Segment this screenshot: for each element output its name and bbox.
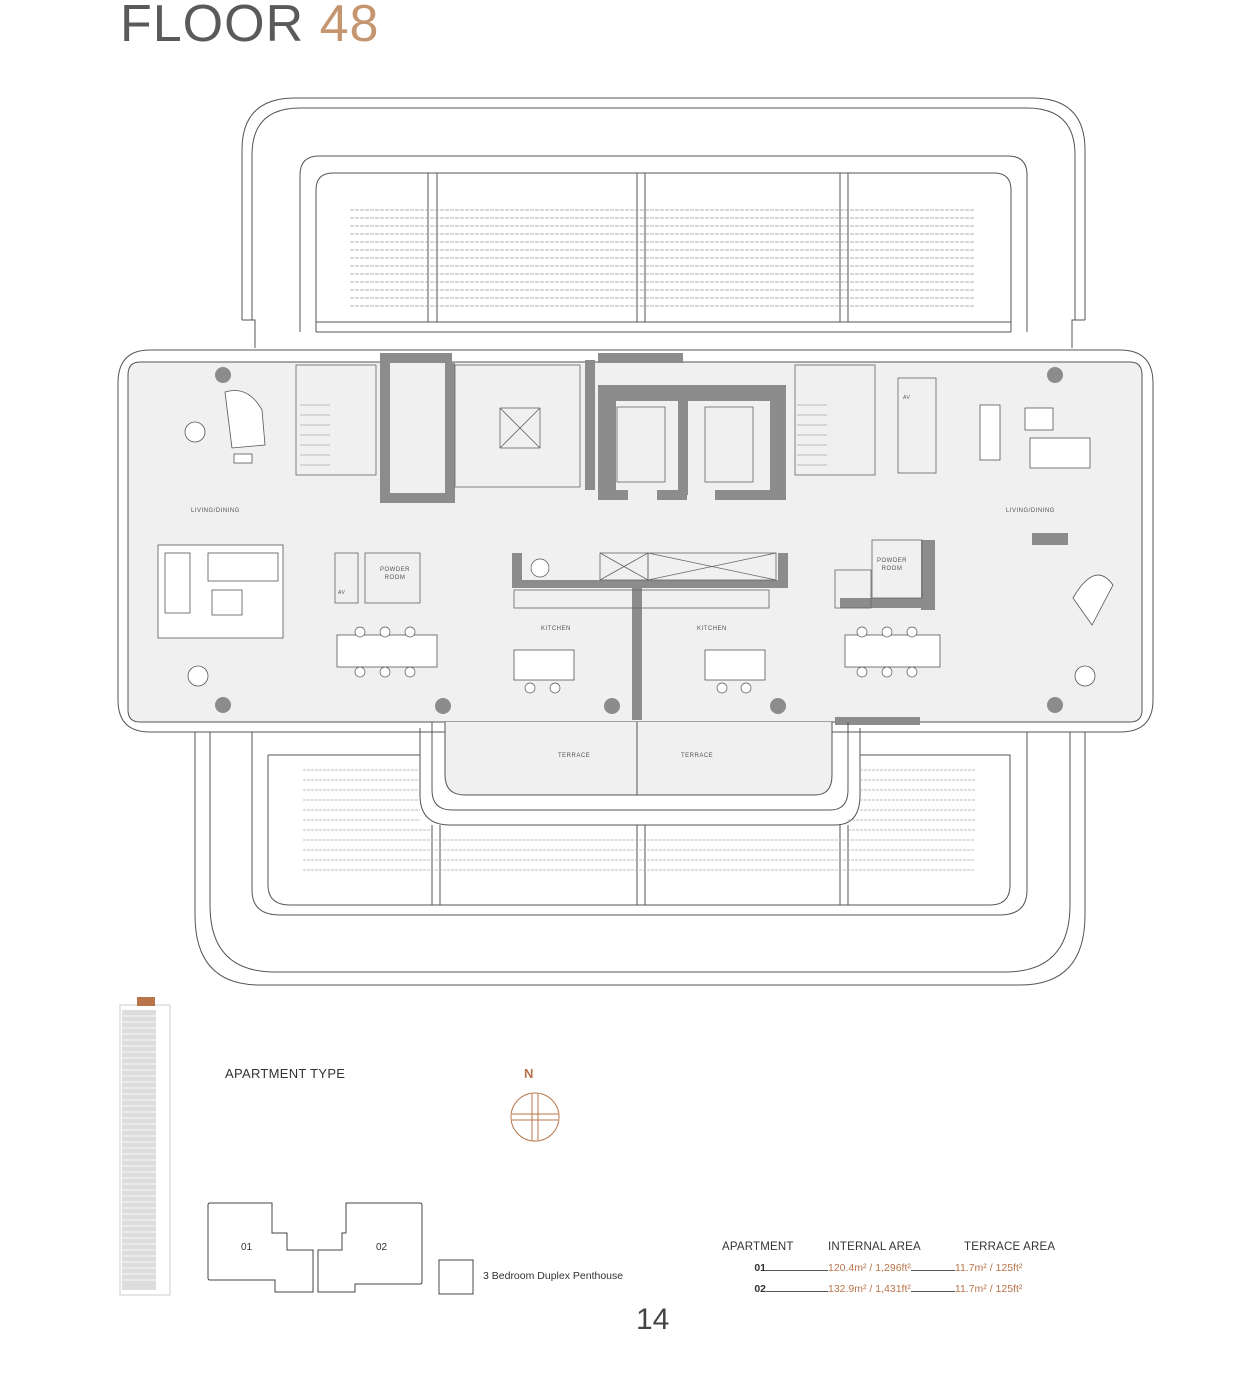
room-label-av-east: AV bbox=[903, 395, 911, 401]
compass-icon bbox=[510, 1092, 560, 1142]
room-label-terrace-west: TERRACE bbox=[558, 753, 591, 759]
area-row-apartment: 02 bbox=[754, 1283, 766, 1295]
north-label: N bbox=[524, 1066, 534, 1081]
room-label-av-west: AV bbox=[338, 590, 346, 596]
area-header-internal: INTERNAL AREA bbox=[828, 1241, 921, 1253]
area-row-internal: 132.9m² / 1,431ft² bbox=[828, 1283, 911, 1295]
area-row: 02 132.9m² / 1,431ft² 11.7m² / 125ft² bbox=[720, 1283, 1022, 1295]
room-label-living-dining-west: LIVING/DINING bbox=[191, 508, 240, 514]
area-header-terrace: TERRACE AREA bbox=[964, 1241, 1056, 1253]
page-title: FLOOR 48 bbox=[120, 0, 379, 54]
room-label-terrace-east: TERRACE bbox=[681, 753, 714, 759]
apartment-key-diagram bbox=[207, 1202, 474, 1295]
room-label-powder-room-east: POWDER ROOM bbox=[877, 558, 907, 572]
page-number: 14 bbox=[636, 1303, 670, 1336]
area-row-apartment: 01 bbox=[754, 1262, 766, 1274]
apartment-type-heading: APARTMENT TYPE bbox=[225, 1066, 346, 1081]
unit-label-01: 01 bbox=[241, 1242, 253, 1253]
area-row-internal: 120.4m² / 1,296ft² bbox=[828, 1262, 911, 1274]
room-label-powder-room-west: POWDER ROOM bbox=[380, 567, 410, 581]
title-word: FLOOR bbox=[120, 0, 305, 53]
legend-swatch bbox=[438, 1259, 474, 1295]
legend-label: 3 Bedroom Duplex Penthouse bbox=[483, 1270, 624, 1282]
title-floor-number: 48 bbox=[319, 0, 380, 53]
unit-label-02: 02 bbox=[376, 1242, 388, 1253]
area-row-terrace: 11.7m² / 125ft² bbox=[954, 1262, 1023, 1274]
terrace-outline bbox=[444, 722, 833, 796]
area-row: 01 120.4m² / 1,296ft² 11.7m² / 125ft² bbox=[720, 1262, 1022, 1274]
room-label-living-dining-east: LIVING/DINING bbox=[1006, 508, 1055, 514]
area-header-apartment: APARTMENT bbox=[722, 1241, 794, 1253]
current-floor-marker bbox=[137, 997, 155, 1006]
room-label-kitchen-west: KITCHEN bbox=[541, 626, 571, 632]
area-row-terrace: 11.7m² / 125ft² bbox=[954, 1283, 1023, 1295]
room-label-kitchen-east: KITCHEN bbox=[697, 626, 727, 632]
outer-outline-north bbox=[241, 97, 1086, 320]
building-stack-indicator bbox=[119, 1004, 171, 1296]
